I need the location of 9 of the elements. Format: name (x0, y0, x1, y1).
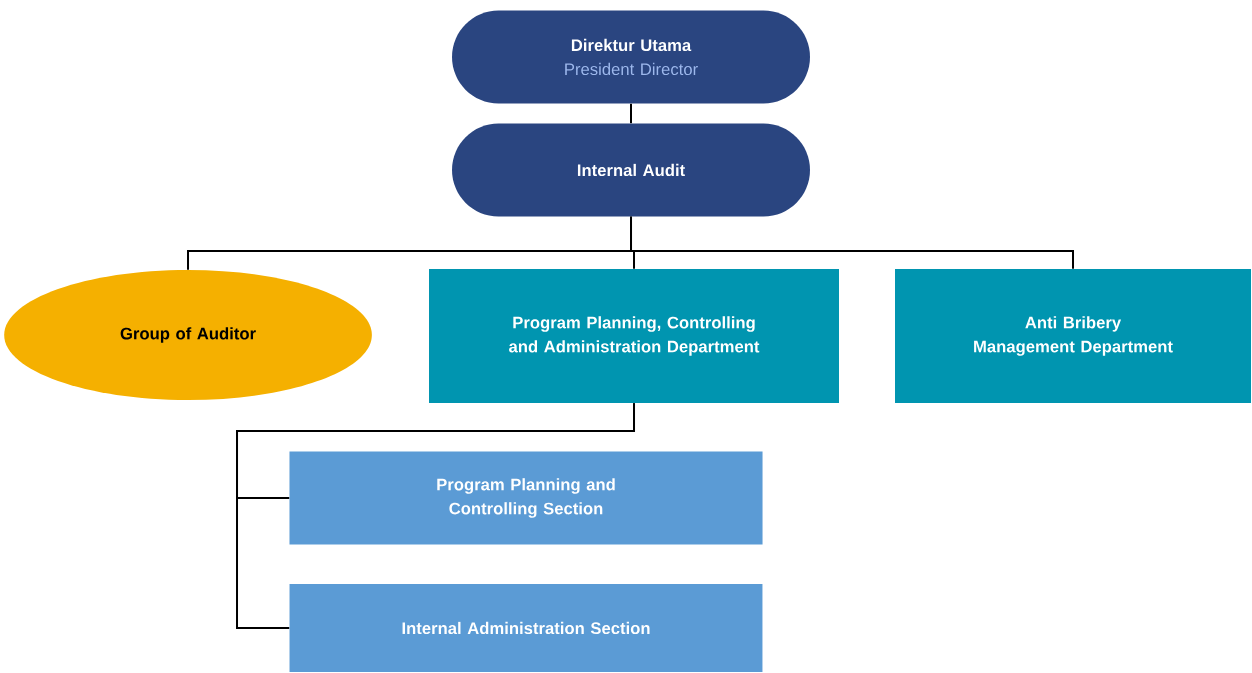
connector-line (630, 102, 632, 125)
role-pill: Direktur Utama President Director (452, 10, 810, 104)
connector-line (236, 402, 635, 629)
section-box: Internal Administration Section (289, 584, 763, 672)
section-box: Program Planning and Controlling Section (289, 451, 763, 545)
connector-line (630, 215, 1074, 270)
department-box: Anti Bribery Management Department (895, 269, 1251, 403)
department-box: Program Planning, Controlling and Administration Department (429, 269, 839, 403)
role-pill: Internal Audit (452, 123, 810, 217)
